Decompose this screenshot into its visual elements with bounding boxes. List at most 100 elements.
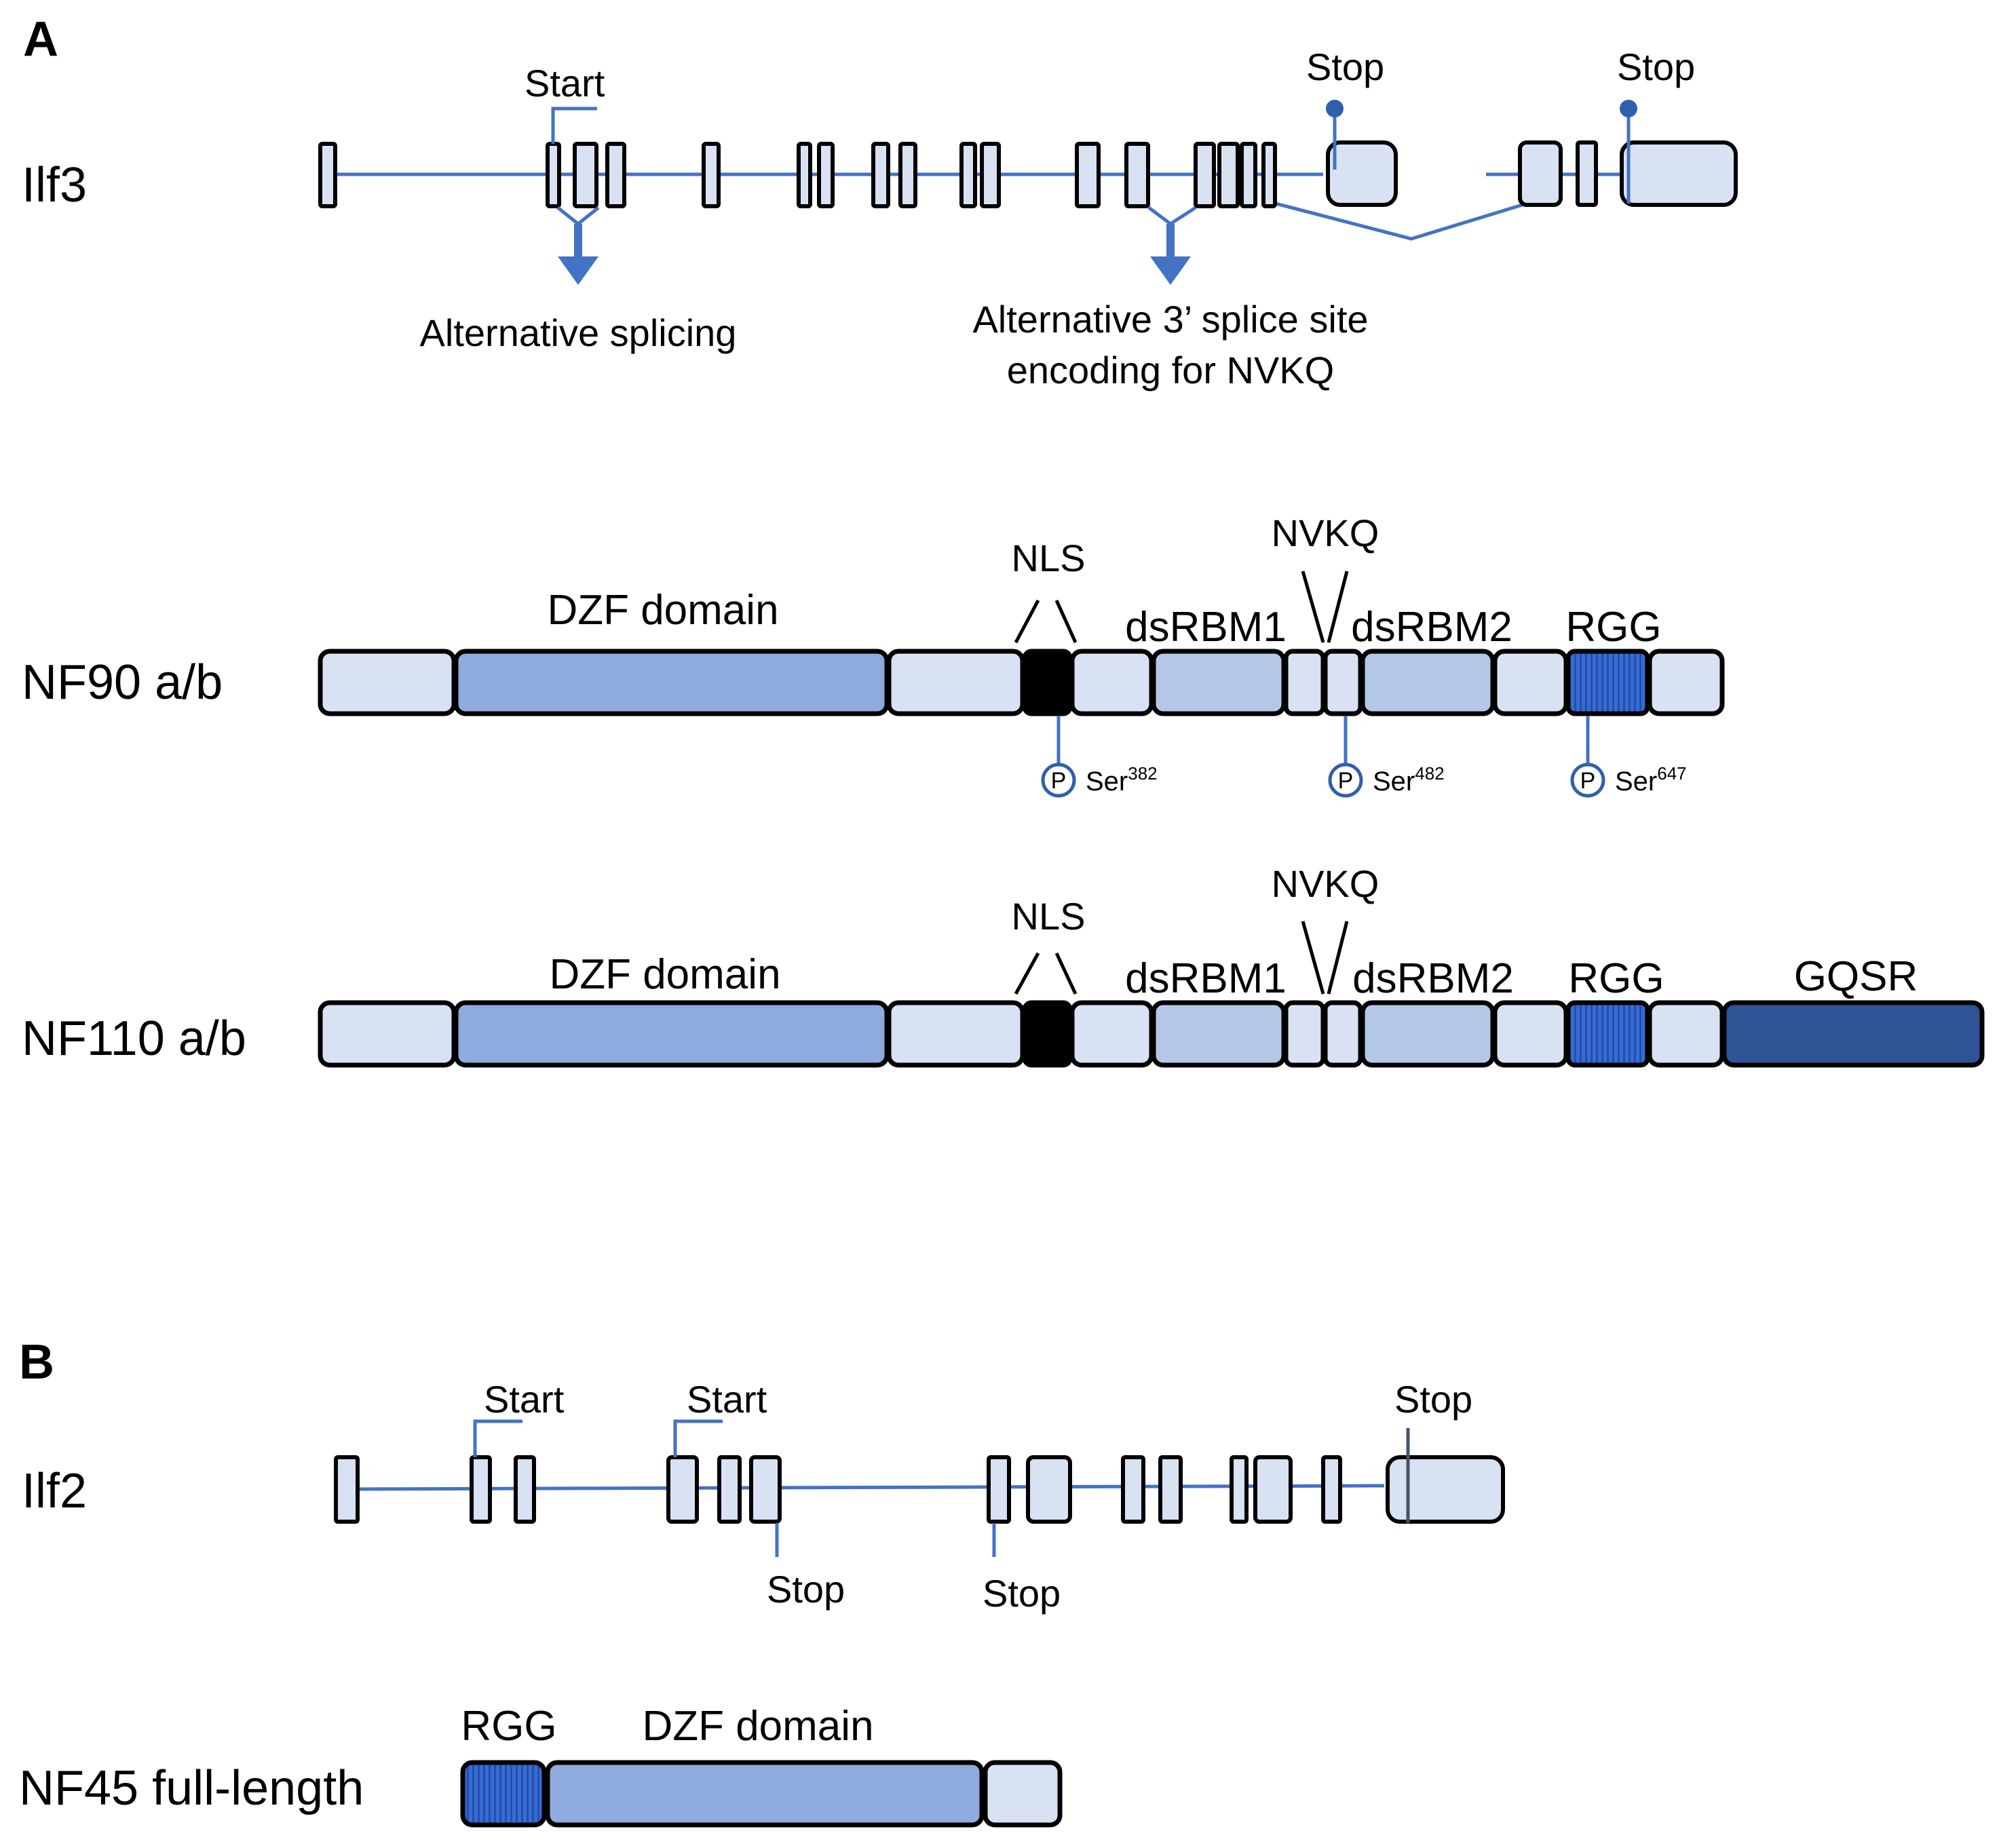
alt-splicing-label: Alternative splicing bbox=[420, 311, 737, 354]
nf45-dzf-label: DZF domain bbox=[642, 1703, 873, 1750]
nf110-dsrbm2 bbox=[1360, 1000, 1496, 1068]
nf110-gqsr-label: GQSR bbox=[1794, 953, 1918, 1000]
nf90-dsrbm2 bbox=[1360, 649, 1496, 716]
nf110-dsrbm1-label: dsRBM1 bbox=[1125, 955, 1287, 1002]
phospho-symbol: P bbox=[1338, 768, 1354, 794]
ilf3-gene-label: Ilf3 bbox=[22, 158, 87, 212]
nf110-dsrbm1 bbox=[1151, 1000, 1287, 1068]
nf110-segment bbox=[1069, 1000, 1154, 1068]
nf110-segment bbox=[1492, 1000, 1569, 1068]
ilf2-exon bbox=[666, 1455, 699, 1524]
ilf3-exon bbox=[898, 142, 917, 208]
ilf3-exon bbox=[871, 142, 890, 208]
nf45-label: NF45 full-length bbox=[19, 1761, 364, 1815]
ilf3-exon bbox=[1240, 142, 1257, 208]
nf110-dsrbm2-label: dsRBM2 bbox=[1352, 955, 1514, 1002]
nf110-nls bbox=[1022, 1000, 1073, 1068]
nf45-segment bbox=[983, 1760, 1063, 1828]
ilf3-exon bbox=[318, 142, 337, 208]
ilf2-exon bbox=[987, 1455, 1011, 1524]
phospho-circle-icon bbox=[1570, 763, 1605, 798]
phospho-position: 382 bbox=[1128, 763, 1157, 784]
phospho-symbol: P bbox=[1580, 768, 1596, 794]
ilf3-exon bbox=[702, 142, 721, 208]
ilf2-exon bbox=[1121, 1455, 1145, 1524]
nf90-segment bbox=[1647, 649, 1725, 716]
ilf2-exon bbox=[717, 1455, 742, 1524]
nf90-rgg bbox=[1565, 649, 1650, 716]
ilf3-exon bbox=[980, 142, 1001, 208]
phospho-circle-icon bbox=[1041, 763, 1076, 798]
ilf2-exon bbox=[1321, 1455, 1342, 1524]
phospho-position: 482 bbox=[1415, 763, 1444, 784]
ilf3-exon bbox=[797, 142, 812, 208]
alt-3ss-arrow-icon bbox=[1150, 256, 1191, 285]
ilf3-exon bbox=[546, 142, 561, 208]
nf110-segment bbox=[318, 1000, 457, 1068]
nf90-dsrbm1 bbox=[1151, 649, 1287, 716]
ilf3-exon bbox=[605, 142, 626, 208]
phospho-residue: Ser bbox=[1373, 767, 1415, 796]
ilf3-exon bbox=[1075, 142, 1101, 208]
ilf2-start-marker-2 bbox=[673, 1419, 723, 1457]
ilf2-stop-label-3: Stop bbox=[1394, 1378, 1472, 1421]
ilf2-start-label-2: Start bbox=[687, 1378, 767, 1421]
nf45-rgg-label: RGG bbox=[461, 1703, 556, 1750]
ilf3-exon bbox=[1194, 142, 1216, 208]
ilf2-gene-track: Ilf2 Start Start Stop Stop Stop bbox=[22, 1378, 1505, 1615]
nf90-dsrbm1-label: dsRBM1 bbox=[1125, 604, 1287, 651]
phospho-site-ser482: P Ser482 bbox=[1328, 716, 1445, 798]
nf90-segment bbox=[318, 649, 457, 716]
ilf3-exon bbox=[573, 142, 598, 208]
ilf3-start-marker bbox=[551, 107, 597, 144]
nf90-rgg-label: RGG bbox=[1565, 604, 1661, 651]
nf90-segment bbox=[1492, 649, 1569, 716]
alt-splicing-arrow-icon bbox=[558, 256, 598, 285]
ilf2-gene-label: Ilf2 bbox=[22, 1464, 87, 1518]
nf90-nls-label: NLS bbox=[1012, 537, 1086, 579]
phospho-site-label: Ser482 bbox=[1373, 763, 1445, 796]
alt-3ss-label-line1: Alternative 3’ splice site bbox=[972, 298, 1368, 341]
phospho-site-label: Ser647 bbox=[1615, 763, 1687, 796]
nf90-segment bbox=[886, 649, 1025, 716]
nf90-label: NF90 a/b bbox=[22, 655, 223, 710]
ilf2-exon bbox=[514, 1455, 536, 1524]
ilf3-exon bbox=[1217, 142, 1240, 208]
phospho-site-ser647: P Ser647 bbox=[1570, 716, 1687, 798]
ilf3-start-label: Start bbox=[525, 62, 605, 104]
nf90-dzf-label: DZF domain bbox=[547, 587, 778, 634]
ilf3-exon bbox=[1124, 142, 1150, 208]
nf45-protein-track: NF45 full-length RGG DZF domain bbox=[19, 1703, 1063, 1828]
ilf2-exon bbox=[470, 1455, 492, 1524]
phospho-position: 647 bbox=[1657, 763, 1686, 784]
nf110-segment bbox=[1283, 1000, 1326, 1068]
ilf2-exon bbox=[749, 1455, 782, 1524]
nf110-dzf-label: DZF domain bbox=[549, 951, 780, 998]
nf110-rgg-label: RGG bbox=[1568, 955, 1664, 1002]
nf110-nvkq-label: NVKQ bbox=[1272, 862, 1379, 905]
nf90-protein-track: NF90 a/b DZF domain NLS NVKQ dsRBM1 dsRB… bbox=[22, 512, 1725, 798]
nf90-nvkq-segment bbox=[1322, 649, 1363, 716]
nf110-nvkq-segment bbox=[1322, 1000, 1363, 1068]
nf110-nls-label: NLS bbox=[1012, 895, 1086, 938]
ilf3-splice-junction bbox=[1275, 201, 1527, 241]
nf90-dsrbm2-label: dsRBM2 bbox=[1351, 604, 1512, 651]
nf90-nvkq-line-right bbox=[1327, 571, 1349, 643]
ilf3-stop-label-1: Stop bbox=[1306, 45, 1384, 88]
ilf3-exon bbox=[959, 142, 977, 208]
phospho-residue: Ser bbox=[1615, 767, 1657, 796]
nf110-protein-track: NF110 a/b DZF domain NLS NVKQ dsRBM1 dsR… bbox=[22, 862, 1985, 1068]
nf110-gqsr bbox=[1721, 1000, 1985, 1068]
phospho-circle-icon bbox=[1328, 763, 1363, 798]
panel-b-label: B bbox=[19, 1335, 54, 1389]
ilf2-exon bbox=[334, 1455, 360, 1524]
nf45-dzf-domain bbox=[545, 1760, 985, 1828]
ilf3-exon bbox=[1518, 140, 1563, 207]
ilf2-exon-terminal bbox=[1386, 1455, 1505, 1524]
phospho-site-label: Ser382 bbox=[1086, 763, 1158, 796]
nf110-nvkq-line-right bbox=[1327, 921, 1349, 995]
ilf3-gene-track: Ilf3 Start Stop Stop bbox=[22, 45, 1738, 391]
nf90-nvkq-line-left bbox=[1301, 571, 1325, 643]
ilf2-exon bbox=[1026, 1455, 1072, 1524]
nf90-nls-line-right bbox=[1054, 599, 1078, 644]
